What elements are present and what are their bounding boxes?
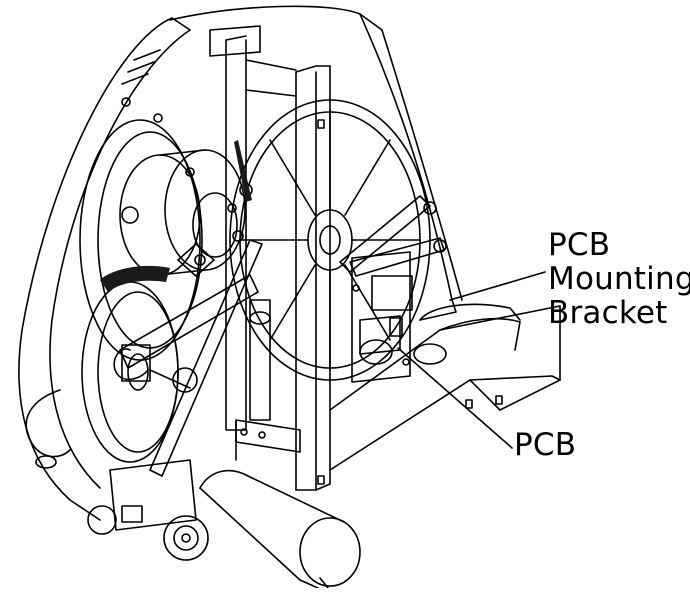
front-base: [109, 459, 197, 531]
label-line: PCB: [548, 227, 611, 263]
label-line: Bracket: [548, 295, 668, 331]
motor-assembly-icon: [119, 149, 253, 276]
leader-line-pcb: [397, 347, 513, 449]
leader-line-bracket: [449, 271, 546, 301]
crank-arm: [119, 274, 259, 369]
pcb-label: PCB: [514, 427, 577, 463]
rear-post: [225, 35, 247, 431]
pcb-mounting-bracket-label: PCB Mounting Bracket: [548, 228, 690, 330]
pcb-board-icon: [351, 251, 413, 383]
label-line: Mounting: [548, 261, 690, 297]
housing-shell: [169, 5, 457, 321]
belt-pulley-icon: [81, 281, 179, 463]
front-post: [295, 65, 331, 491]
stabilizer-tube-icon: [199, 469, 361, 589]
upright-arm: [18, 17, 173, 521]
